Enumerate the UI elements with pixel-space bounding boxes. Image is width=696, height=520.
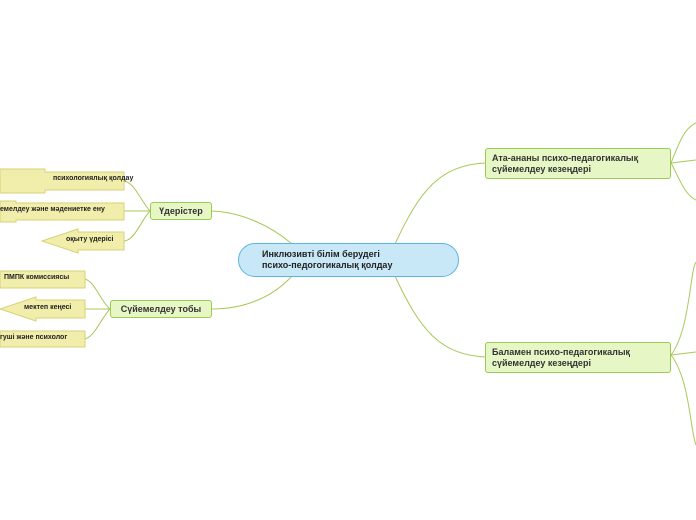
leaf-shape-left-top-3 (40, 228, 125, 254)
leaf-accompaniment-culture-label: емелдеу және мәдениетке ену (0, 206, 105, 213)
link-center-left-bottom (211, 275, 293, 310)
link-left-bottom-leaf-3 (84, 308, 111, 340)
leaf-school-council-label: мектеп кеңесі (24, 304, 72, 311)
leaf-school-council[interactable]: мектеп кеңесі (24, 304, 71, 311)
leaf-accompaniment-culture[interactable]: емелдеу және мәдениетке ену (0, 206, 105, 213)
topic-support-team[interactable]: Сүйемелдеу тобы (110, 300, 212, 318)
link-right-bottom-branch-1 (670, 261, 696, 356)
central-topic-line-2: психо-педогогикалық қолдау (262, 260, 393, 270)
leaf-pmpk-commission-label: ПМПК комиссиясы (4, 274, 70, 281)
topic-processes[interactable]: Үдерістер (150, 202, 212, 220)
leaf-shape-left-top-1 (0, 168, 125, 194)
topic-child-support-line-2: сүйемелдеу кезеңдері (492, 357, 591, 368)
leaf-pmpk-commission[interactable]: ПМПК комиссиясы (4, 274, 69, 281)
leaf-shape-left-bottom-3 (0, 330, 86, 348)
topic-processes-label: Үдерістер (159, 205, 203, 216)
link-right-bottom-branch-3 (670, 354, 696, 446)
leaf-learning-process[interactable]: оқыту үдерісі (66, 236, 114, 243)
link-right-top-branch-3 (670, 162, 696, 201)
link-center-right-top (394, 162, 487, 245)
link-center-left-top (211, 210, 293, 245)
topic-parent-support-stages[interactable]: Ата-ананы психо-педагогикалық сүйемелдеу… (485, 148, 671, 179)
topic-parent-support-line-1: Ата-ананы психо-педагогикалық (492, 152, 639, 163)
topic-child-support-stages[interactable]: Баламен психо-педагогикалық сүйемелдеу к… (485, 342, 671, 373)
topic-parent-support-line-2: сүйемелдеу кезеңдері (492, 163, 591, 174)
link-left-top-leaf-3 (123, 210, 151, 242)
topic-child-support-line-1: Баламен психо-педагогикалық (492, 346, 631, 357)
link-right-top-branch-2 (670, 159, 696, 164)
leaf-teacher-psychologist-label: гуші және психолог (0, 334, 68, 341)
link-left-top-leaf-1 (123, 180, 151, 212)
leaf-psychological-support-label: психологиялық қолдау (53, 175, 134, 182)
link-left-bottom-leaf-1 (84, 278, 111, 310)
leaf-shape-left-bottom-2 (0, 296, 86, 322)
central-topic-line-1: Инклюзивті білім берудегі (262, 249, 380, 259)
link-right-bottom-branch-2 (670, 351, 696, 356)
link-center-right-bottom (394, 275, 487, 358)
leaf-learning-process-label: оқыту үдерісі (66, 236, 114, 243)
leaf-teacher-psychologist[interactable]: гуші және психолог (0, 334, 67, 341)
link-right-top-branch-1 (670, 122, 696, 164)
leaf-shape-left-top-2 (0, 200, 125, 223)
leaf-psychological-support[interactable]: психологиялық қолдау (53, 175, 133, 182)
central-topic[interactable]: Инклюзивті білім берудегі психо-педогоги… (238, 243, 459, 277)
topic-support-team-label: Сүйемелдеу тобы (120, 303, 202, 314)
leaf-shape-left-bottom-1 (0, 270, 86, 289)
